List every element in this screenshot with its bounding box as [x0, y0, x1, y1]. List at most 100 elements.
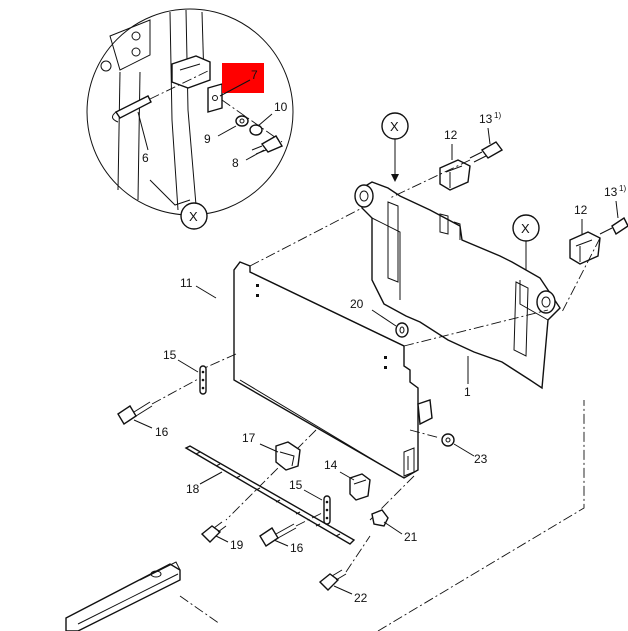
leader-8 [245, 149, 265, 161]
leader-17 [259, 443, 279, 453]
part-18: 18 [184, 445, 356, 545]
washer [235, 115, 249, 127]
frame-hinge-left [354, 184, 374, 208]
guide-line-panel [403, 309, 549, 347]
clip-and-screw-right: 12 13 1) [561, 184, 628, 313]
frame-slot-right [513, 281, 529, 357]
frame-hinge-right [536, 290, 556, 314]
door-hole [256, 284, 259, 287]
door-panel-bottom-edge [239, 379, 401, 477]
part-21: 21 [371, 509, 418, 544]
door-hole [384, 366, 387, 369]
guide-line-panel [369, 475, 415, 521]
guide-line-base [179, 595, 221, 625]
detail-knob [100, 60, 112, 72]
clip-12a-detail [445, 165, 463, 188]
leader-10 [257, 113, 273, 127]
strip-hole [201, 386, 205, 390]
callout-16b: 16 [290, 541, 304, 555]
base-rail [65, 400, 585, 631]
washer-hole [239, 118, 245, 124]
part-20: 20 [350, 297, 409, 338]
callout-13a-note: 1) [494, 111, 501, 120]
leader-14 [339, 471, 355, 481]
grommet-20-hole [399, 326, 405, 334]
callout-14: 14 [324, 458, 338, 472]
detail-frame-edge [149, 179, 191, 206]
guide-line-13b [561, 237, 601, 313]
guide-line-22 [345, 535, 371, 573]
detail-marker-circle [180, 202, 208, 230]
screw-22-shank [331, 569, 347, 581]
bracket-plate [207, 83, 223, 113]
screw-13a [480, 141, 504, 159]
detail-view: 7 9 10 8 6 X [86, 8, 294, 230]
hinge-pin [114, 95, 152, 119]
detail-frame-edge [117, 71, 121, 191]
bolt-16a-head [117, 405, 137, 425]
callout-23: 23 [474, 452, 488, 466]
latch-17-detail [279, 451, 295, 467]
detail-frame-edge [185, 9, 197, 206]
callout-7: 7 [251, 68, 258, 82]
part-23: 23 [441, 433, 488, 466]
callout-10: 10 [274, 100, 288, 114]
leader-13a [487, 127, 491, 145]
leader-22 [333, 585, 353, 595]
frame-hinge-left-hub [359, 190, 369, 202]
guide-line-panel [249, 207, 363, 267]
leader-23 [453, 443, 475, 457]
leader-15b [303, 489, 323, 501]
frame-hinge-right-hub [541, 296, 551, 308]
detail-screw-hole [131, 47, 141, 57]
screw-13a-thread [469, 151, 487, 163]
strip-hole [325, 508, 329, 512]
rear-frame-part-1: 1 [354, 181, 561, 399]
guide-line-base [377, 400, 585, 631]
leader-6 [137, 111, 149, 151]
screw-19-shank [213, 521, 227, 533]
callout-6: 6 [142, 151, 149, 165]
detail-screw-hole [131, 31, 141, 41]
highlight-box [222, 63, 264, 93]
x-marker-1-arrowhead [391, 174, 399, 182]
bolt-16b-head [259, 527, 279, 547]
callout-17: 17 [242, 431, 256, 445]
callout-13b: 13 [604, 185, 618, 199]
leader-16b [273, 539, 289, 547]
door-panel-part-11: 11 [180, 207, 549, 521]
clip-12b-detail [575, 239, 593, 262]
part-16-upper: 16 [117, 377, 201, 439]
callout-8: 8 [232, 156, 239, 170]
leader-7 [219, 79, 251, 97]
detail-guide-line [221, 99, 283, 143]
seal-strip-18-marks [195, 451, 341, 537]
part-17: 17 [242, 431, 301, 471]
screw-22-head [318, 573, 340, 591]
screw [260, 135, 284, 153]
callout-22: 22 [354, 591, 368, 605]
callout-19: 19 [230, 538, 244, 552]
part-15-lower: 15 [289, 478, 331, 525]
leader-11 [195, 285, 217, 299]
door-hole [384, 356, 387, 359]
callout-9: 9 [204, 132, 211, 146]
strip-hole [325, 516, 329, 520]
x-marker-1-label: X [390, 119, 399, 134]
strip-hole [201, 370, 205, 374]
screw-19-head [200, 525, 222, 543]
callout-12a: 12 [444, 128, 458, 142]
clip-and-screw-upper: 12 13 1) [389, 111, 504, 199]
part-19: 19 [200, 521, 244, 552]
lock-washer [249, 124, 263, 136]
screw-13b-thread [599, 227, 613, 235]
leader-16a [133, 419, 153, 429]
hinge-block [171, 55, 211, 89]
strip-hole [325, 500, 329, 504]
latch-17 [275, 441, 301, 471]
callout-15b: 15 [289, 478, 303, 492]
leader-13b [615, 200, 619, 219]
frame-inner-edge [371, 217, 549, 321]
